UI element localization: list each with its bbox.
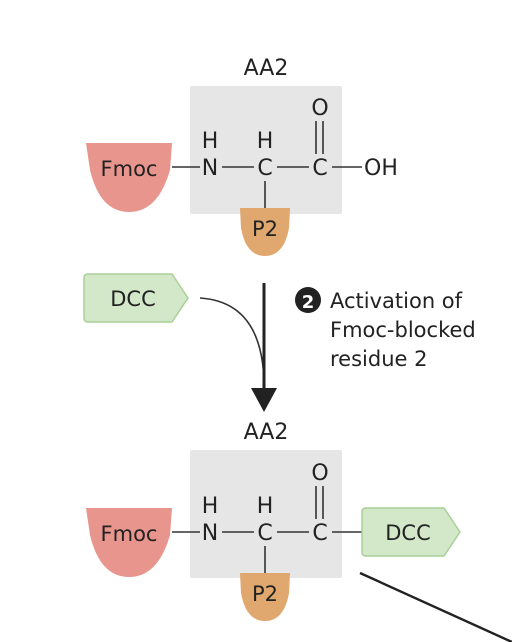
bottom-dcc-label: DCC [385, 521, 431, 545]
reaction-arrow-group: DCC 2 Activation of Fmoc-blocked residue… [83, 273, 476, 412]
step-text-line2: Fmoc-blocked [330, 318, 476, 342]
top-structure: AA2 Fmoc H N H C C O OH P2 [86, 56, 398, 256]
top-c-carbonyl: C [312, 156, 327, 181]
bottom-backbone-box [190, 450, 342, 578]
top-fmoc-label: Fmoc [101, 157, 158, 181]
bottom-h-on-c: H [257, 494, 274, 519]
top-n-atom: N [202, 156, 218, 181]
top-h-on-c: H [257, 129, 274, 154]
reagent-curve-arrow [199, 297, 265, 383]
bottom-structure: AA2 Fmoc H N H C C O DCC P2 [86, 420, 512, 642]
step-text-line1: Activation of [330, 289, 463, 313]
step-text-line3: residue 2 [330, 347, 427, 371]
top-title: AA2 [244, 56, 289, 81]
bottom-fmoc-label: Fmoc [101, 522, 158, 546]
bottom-c-carbonyl: C [312, 521, 327, 546]
top-backbone-box [190, 86, 342, 214]
bottom-c-alpha: C [257, 521, 272, 546]
bottom-n-atom: N [202, 521, 218, 546]
bottom-h-on-n: H [202, 494, 219, 519]
reaction-arrow-head [251, 388, 277, 412]
bottom-fmoc-shape [86, 508, 172, 577]
bottom-title: AA2 [244, 420, 289, 445]
top-sidechain-label: P2 [252, 217, 278, 241]
bottom-dcc-tag [361, 507, 461, 557]
outgoing-arrow-line [359, 571, 512, 642]
top-o-atom: O [311, 96, 328, 121]
bottom-sidechain-label: P2 [252, 582, 278, 606]
top-oh-group: OH [364, 156, 398, 181]
top-c-alpha: C [257, 156, 272, 181]
dcc-reagent-label: DCC [110, 287, 156, 311]
top-fmoc-shape [86, 143, 172, 212]
bottom-o-atom: O [311, 461, 328, 486]
top-sidechain-shape [240, 208, 290, 256]
top-h-on-n: H [202, 129, 219, 154]
step-number: 2 [302, 292, 315, 313]
step-number-badge [295, 287, 321, 313]
bottom-sidechain-shape [240, 573, 290, 621]
dcc-reagent-tag [83, 273, 189, 323]
